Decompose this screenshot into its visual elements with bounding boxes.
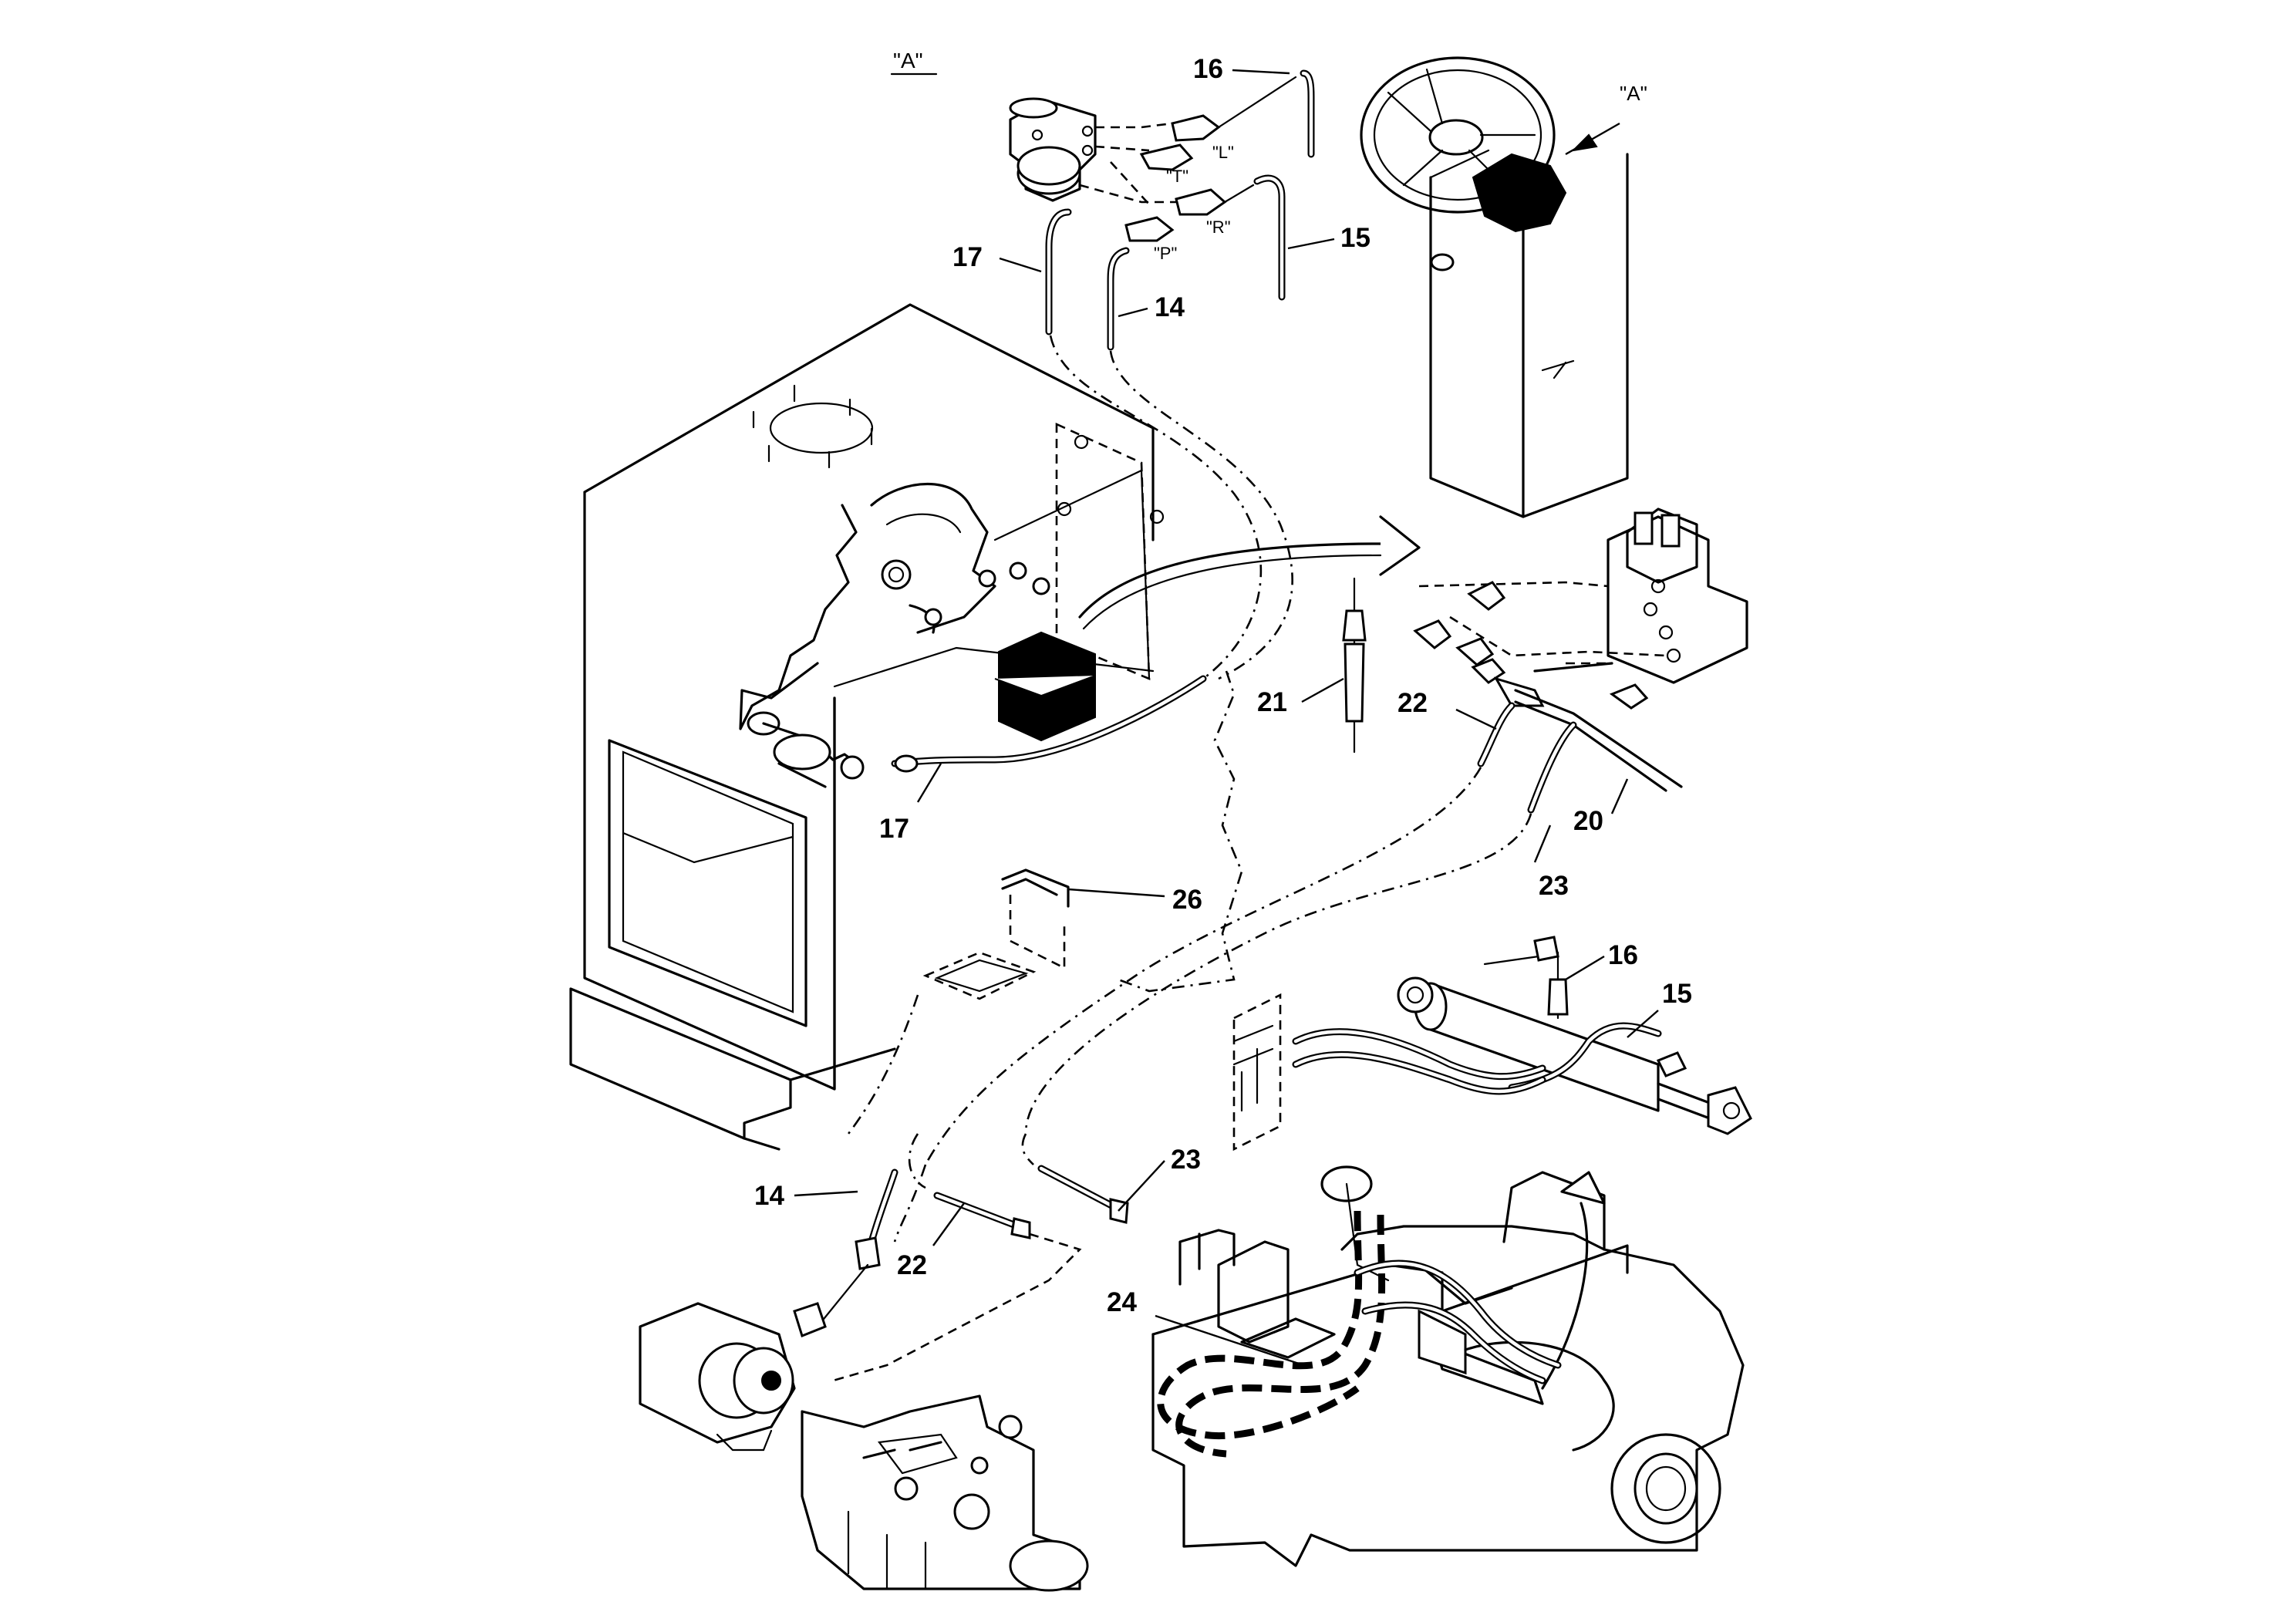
port-label-t: "T" [1166, 167, 1188, 186]
callout-16-top: 16 [1193, 54, 1223, 84]
hose-16-lower [1547, 951, 1569, 1020]
hose-23-lower [1021, 1133, 1129, 1224]
hose-15-top [1223, 174, 1286, 301]
callout-26: 26 [1172, 885, 1202, 915]
hydraulic-tank [569, 303, 1165, 1151]
callout-23-lower: 23 [1171, 1145, 1201, 1175]
callout-14-top: 14 [1155, 292, 1185, 322]
port-label-p: "P" [1154, 244, 1177, 263]
callout-20: 20 [1573, 806, 1603, 836]
view-label-a: "A" [890, 49, 938, 76]
callout-24: 24 [1107, 1287, 1137, 1317]
callout-leaders [794, 69, 1659, 1367]
pointer-label-a: "A" [1620, 82, 1647, 105]
callout-16-lower: 16 [1608, 940, 1638, 970]
hose-17-top [1045, 208, 1263, 680]
hose-connections-right [924, 581, 1683, 1165]
hose-22-lower [832, 1133, 1082, 1382]
callout-17-lower: 17 [879, 814, 909, 844]
port-label-r: "R" [1206, 218, 1231, 237]
callout-14-lower: 14 [754, 1181, 784, 1211]
control-valve-block [1607, 508, 1748, 684]
hose-14-lower [793, 1164, 927, 1337]
callout-15-lower: 15 [1662, 979, 1692, 1009]
hose-16-top [1217, 69, 1315, 158]
hose-14-top [1107, 247, 1293, 680]
port-label-l: "L" [1212, 143, 1234, 162]
callout-23-right: 23 [1539, 871, 1569, 901]
return-filter [747, 711, 865, 788]
vehicle-chassis [1151, 1165, 1745, 1567]
cylinder-feed-hoses [1232, 993, 1546, 1152]
bracket-26 [847, 868, 1070, 1135]
callout-17-top: 17 [952, 242, 983, 272]
callout-22-lower: 22 [897, 1250, 927, 1280]
transfer-arrow [1078, 515, 1421, 630]
hose-17-lower [891, 670, 1243, 993]
hydraulic-pump [639, 1302, 1089, 1592]
steering-cylinder [1397, 936, 1752, 1135]
view-label-text: "A" [893, 49, 923, 73]
callout-22-right: 22 [1397, 688, 1428, 718]
callout-15-top: 15 [1340, 223, 1371, 253]
hose-21 [1342, 577, 1367, 754]
steering-column: "A" [1360, 56, 1647, 518]
steering-orbitrol-unit: "L" "T" "R" "P" [1009, 97, 1234, 263]
callout-numbers: 16 17 14 15 21 22 17 20 23 26 16 15 23 1… [754, 54, 1692, 1317]
callout-21: 21 [1257, 687, 1287, 717]
